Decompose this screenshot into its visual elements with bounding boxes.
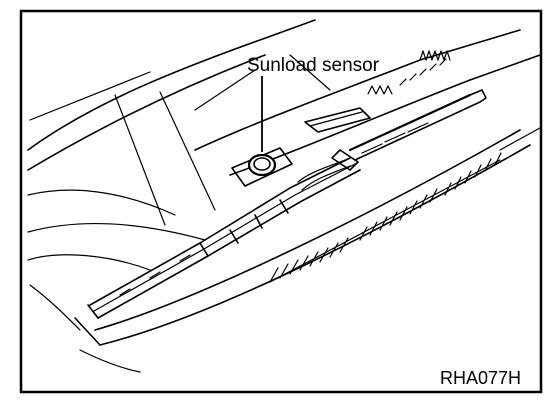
callout-label: Sunload sensor [247,55,380,76]
wiper-arm [331,89,487,171]
cowl-panel [74,129,531,373]
figure-border [19,9,543,394]
reference-code: RHA077H [440,368,521,388]
wiper-blade [87,157,361,319]
dashboard-edge [194,29,541,176]
windshield-lines [27,19,316,271]
sunload-sensor [231,147,293,187]
defroster-vent [304,107,371,133]
vent-slats-top [367,50,451,95]
cowl-grille [269,152,502,283]
hood-lower-edge [29,127,541,331]
